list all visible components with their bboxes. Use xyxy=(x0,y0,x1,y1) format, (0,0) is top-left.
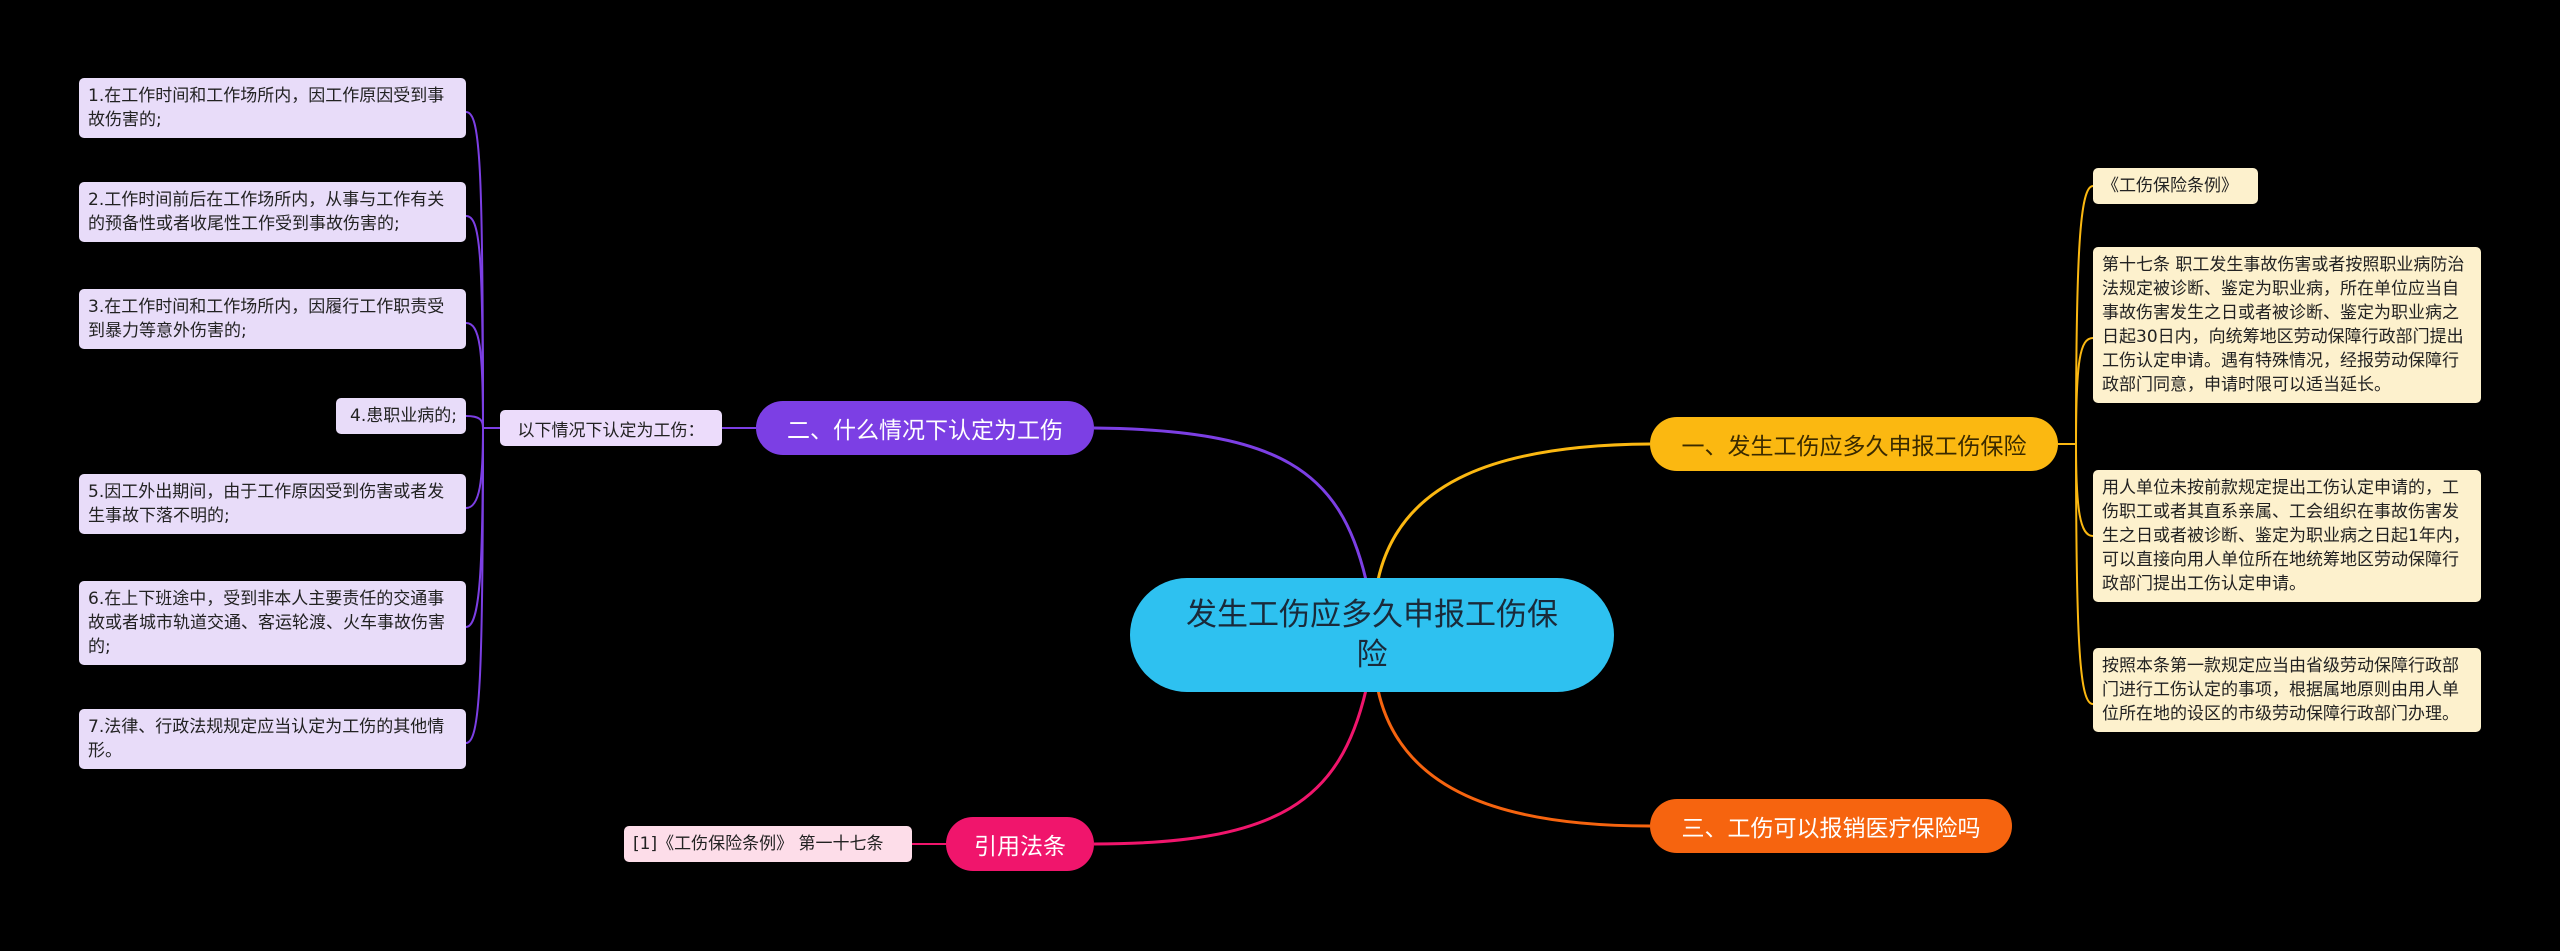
branch-work-injury-cases[interactable]: 二、什么情况下认定为工伤 xyxy=(756,401,1094,455)
leaf-case-4[interactable]: 4.患职业病的; xyxy=(336,398,466,434)
branch-medical-insurance[interactable]: 三、工伤可以报销医疗保险吗 xyxy=(1650,799,2012,853)
leaf-text: 第十七条 职工发生事故伤害或者按照职业病防治法规定被诊断、鉴定为职业病，所在单位… xyxy=(2102,255,2465,395)
leaf-case-2[interactable]: 2.工作时间前后在工作场所内，从事与工作有关的预备性或者收尾性工作受到事故伤害的… xyxy=(79,182,466,242)
branch-cited-law[interactable]: 引用法条 xyxy=(946,817,1094,871)
link-root-b1 xyxy=(1376,442,1651,581)
leaf-text: 2.工作时间前后在工作场所内，从事与工作有关的预备性或者收尾性工作受到事故伤害的… xyxy=(88,190,445,234)
leaf-text: 6.在上下班途中，受到非本人主要责任的交通事故或者城市轨道交通、客运轮渡、火车事… xyxy=(88,589,445,657)
leaf-text: 3.在工作时间和工作场所内，因履行工作职责受到暴力等意外伤害的; xyxy=(88,297,445,341)
sub-topic-label: 以下情况下认定为工伤： xyxy=(517,420,705,441)
leaf-employer-failure[interactable]: 用人单位未按前款规定提出工伤认定申请的，工伤职工或者其直系亲属、工会组织在事故伤… xyxy=(2093,470,2481,602)
leaf-text: 按照本条第一款规定应当由省级劳动保障行政部门进行工伤认定的事项，根据属地原则由用… xyxy=(2102,656,2459,724)
root-topic[interactable]: 发生工伤应多久申报工伤保险 xyxy=(1130,578,1614,692)
leaf-text: 4.患职业病的; xyxy=(350,406,457,426)
branch-label: 一、发生工伤应多久申报工伤保险 xyxy=(1681,434,2027,460)
sub-topic-cases-intro[interactable]: 以下情况下认定为工伤： xyxy=(500,410,722,446)
leaf-text: 1.在工作时间和工作场所内，因工作原因受到事故伤害的; xyxy=(88,86,445,130)
leaf-text: 5.因工外出期间，由于工作原因受到伤害或者发生事故下落不明的; xyxy=(88,482,445,526)
link-b2-leaf3 xyxy=(465,322,484,429)
link-b2-leaf7 xyxy=(465,427,484,744)
leaf-regulation-title[interactable]: 《工伤保险条例》 xyxy=(2093,168,2258,204)
link-b1-leaf3 xyxy=(2075,443,2094,537)
link-root-b2 xyxy=(1093,426,1368,581)
link-b2-leaf2 xyxy=(465,215,484,429)
leaf-cited-article[interactable]: [1]《工伤保险条例》 第一十七条 xyxy=(624,826,912,862)
leaf-text: 7.法律、行政法规规定应当认定为工伤的其他情形。 xyxy=(88,717,445,761)
branch-how-long-to-report[interactable]: 一、发生工伤应多久申报工伤保险 xyxy=(1650,417,2058,471)
root-title: 发生工伤应多久申报工伤保险 xyxy=(1186,597,1558,673)
link-b2-leaf5 xyxy=(465,427,484,509)
link-b1-leaf1 xyxy=(2075,185,2094,445)
link-b2-leaf6 xyxy=(465,427,484,628)
leaf-article-17[interactable]: 第十七条 职工发生事故伤害或者按照职业病防治法规定被诊断、鉴定为职业病，所在单位… xyxy=(2093,247,2481,403)
leaf-text: 《工伤保险条例》 xyxy=(2102,176,2238,196)
branch-label: 引用法条 xyxy=(974,834,1066,860)
leaf-case-1[interactable]: 1.在工作时间和工作场所内，因工作原因受到事故伤害的; xyxy=(79,78,466,138)
leaf-provincial-matters[interactable]: 按照本条第一款规定应当由省级劳动保障行政部门进行工伤认定的事项，根据属地原则由用… xyxy=(2093,648,2481,732)
leaf-text: [1]《工伤保险条例》 第一十七条 xyxy=(633,834,884,854)
link-b1-leaf2 xyxy=(2075,337,2094,445)
link-b2-leaf4 xyxy=(465,415,484,429)
leaf-case-7[interactable]: 7.法律、行政法规规定应当认定为工伤的其他情形。 xyxy=(79,709,466,769)
leaf-case-5[interactable]: 5.因工外出期间，由于工作原因受到伤害或者发生事故下落不明的; xyxy=(79,474,466,534)
link-b1-leaf4 xyxy=(2075,443,2094,705)
branch-label: 三、工伤可以报销医疗保险吗 xyxy=(1681,816,1981,842)
branch-label: 二、什么情况下认定为工伤 xyxy=(787,418,1063,444)
link-root-b3 xyxy=(1376,689,1651,828)
leaf-text: 用人单位未按前款规定提出工伤认定申请的，工伤职工或者其直系亲属、工会组织在事故伤… xyxy=(2102,478,2470,594)
leaf-case-3[interactable]: 3.在工作时间和工作场所内，因履行工作职责受到暴力等意外伤害的; xyxy=(79,289,466,349)
link-root-b4 xyxy=(1093,689,1368,846)
leaf-case-6[interactable]: 6.在上下班途中，受到非本人主要责任的交通事故或者城市轨道交通、客运轮渡、火车事… xyxy=(79,581,466,665)
